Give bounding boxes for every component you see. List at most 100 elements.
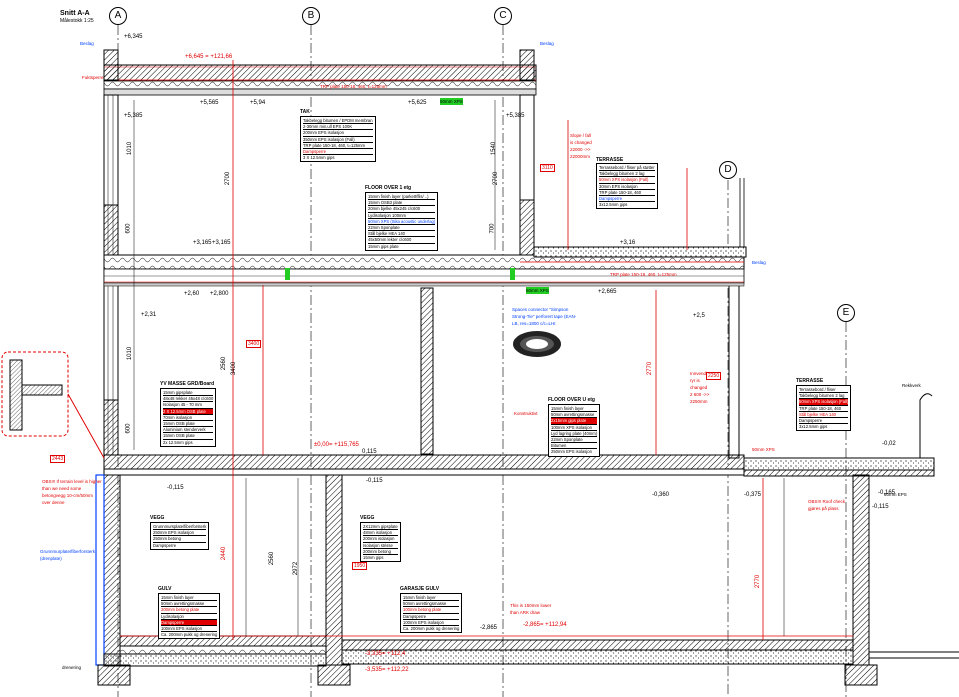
- roof-plate-label: TRP plate 150-18, 460, t=125mm: [320, 84, 387, 89]
- red-dim-lines: [120, 60, 853, 640]
- dim-text-14: 1540: [491, 141, 498, 156]
- dim-text-2: 2560: [221, 356, 228, 371]
- floor-u-heading: FLOOR OVER U etg: [548, 397, 595, 403]
- wall-d: [728, 279, 740, 459]
- terrasse1-heading: TERRASSE: [596, 157, 624, 163]
- terrace-upper: [533, 246, 747, 258]
- level-l1: +5,565: [200, 100, 219, 106]
- dim-text-8: 2700: [493, 171, 500, 186]
- dim-text-12: 600: [125, 223, 132, 234]
- dim-box-4: 1950: [352, 562, 368, 570]
- floor-1-slab: [103, 254, 745, 287]
- gulv1-heading: GULV: [158, 586, 172, 592]
- grunnmur-label: Grunnmurplate/fiberforsterk (drenplate): [40, 549, 96, 561]
- floor1-spec: 15mm finish layer (parkett/flis/ ..)15mm…: [365, 192, 439, 251]
- parapet-right: [519, 49, 535, 81]
- level-f2: +2,800: [210, 291, 229, 297]
- level-l5: +5,385: [506, 113, 525, 119]
- axis-marker-c: C: [494, 7, 512, 25]
- level-mid2: +3,165: [212, 240, 231, 246]
- detail-callout: [1, 351, 105, 459]
- eps-label: 50mm EPS: [884, 492, 907, 497]
- yv-heading: YV MASSE GRD/Board: [160, 381, 215, 387]
- level-g1: 0,115: [362, 449, 377, 455]
- slope-note: Slope / fall is changed 22000 ->> 22000m…: [570, 133, 592, 159]
- section-title: Snitt A-A: [60, 10, 90, 17]
- dim-text-10: 1010: [127, 141, 134, 156]
- dim-text-9: 2972: [293, 561, 300, 576]
- right-wall-upper: [519, 94, 535, 256]
- footing-left: [97, 664, 131, 686]
- dim-text-13: 600: [125, 423, 132, 434]
- flashing-tag-2: Beslag: [540, 41, 554, 46]
- level-f3: +2,665: [598, 289, 617, 295]
- terrasse2-heading: TERRASSE: [796, 378, 824, 384]
- axis-marker-e: E: [837, 304, 855, 322]
- basement-floor: [103, 635, 959, 667]
- level-ground-red: ±0,00= +115,765: [314, 442, 359, 448]
- terrain-note: OBS!!! If terrain level is higher than w…: [42, 479, 102, 505]
- flashing-tag-3: Beslag: [752, 260, 766, 265]
- rail-label: Rekkverk: [902, 383, 921, 388]
- axis-marker-d: D: [719, 161, 737, 179]
- level-f1: +2,60: [184, 291, 200, 297]
- roof-slab: [103, 64, 537, 96]
- ground-slab: [103, 454, 935, 477]
- level-l2: +5,94: [250, 100, 266, 106]
- dim-text-11: 1010: [127, 346, 134, 361]
- level-b2: -2,865= +112,94: [523, 622, 567, 628]
- level-b1: -2,865: [480, 625, 498, 631]
- roof-check-note: OBS!!! Roof check gjøres på plass: [808, 499, 846, 511]
- xps-tag-2: 50mm XPS: [526, 287, 549, 294]
- dim-text-7: 3400: [231, 361, 238, 376]
- level-b4: -3,535= +112,22: [365, 667, 409, 673]
- dim-box-1: 3400: [246, 340, 262, 348]
- dim-text-3: 2440: [221, 546, 228, 561]
- level-top-a: +6,345: [124, 34, 143, 40]
- floor1-heading: FLOOR OVER 1 etg: [365, 185, 412, 191]
- vegg1-heading: VEGG: [150, 515, 165, 521]
- xps-bottom-label: 50mm XPS: [752, 447, 775, 452]
- level-g6: -0,165: [878, 490, 896, 496]
- simpson-note: Spaces connector "Simpson Strong-Tie" pe…: [512, 307, 577, 326]
- level-g7: -0,115: [872, 504, 889, 510]
- parapet-left: [103, 49, 119, 81]
- level-mid1: +3,165: [193, 240, 212, 246]
- dim-box-2: 3110: [540, 164, 555, 172]
- drenering-label: drenering: [62, 665, 82, 670]
- level-g8: -0,02: [882, 441, 896, 447]
- level-g5: -0,375: [744, 492, 762, 498]
- dim-text-6: 2770: [755, 574, 762, 589]
- section-scale: Målestokk 1:25: [60, 18, 94, 24]
- footing-right: [844, 664, 878, 686]
- fuktsperre-label: Fuktsperre: [82, 75, 104, 80]
- vegg2-heading: VEGG: [360, 515, 375, 521]
- lower-note: This is 150mm lower than ARK draw: [510, 603, 552, 615]
- gulv2-heading: GARASJE GULV: [400, 586, 440, 592]
- simpson-tape-image: [513, 331, 561, 357]
- dim-text-5: 2770: [647, 361, 654, 376]
- dim-box-3: 2250: [706, 372, 722, 380]
- dim-text-15: 700: [489, 223, 496, 234]
- axis-marker-a: A: [109, 7, 127, 25]
- dim-text-4: 2560: [269, 551, 276, 566]
- tak-heading: TAK: [300, 109, 310, 115]
- level-g4: -0,360: [652, 492, 670, 498]
- footing-mid: [317, 664, 351, 686]
- level-f4: +2,31: [141, 312, 157, 318]
- axis-marker-b: B: [302, 7, 320, 25]
- flashing-tag-1: Beslag: [80, 41, 94, 46]
- slope-note-2: Innvendig ryr is changed 2 600 ->> 2250m…: [690, 371, 710, 404]
- level-g2: -0,115: [167, 485, 184, 491]
- level-l4: +5,385: [124, 113, 143, 119]
- floor-plate-label: TRP plate 150-18, 460, t=125mm: [610, 272, 677, 277]
